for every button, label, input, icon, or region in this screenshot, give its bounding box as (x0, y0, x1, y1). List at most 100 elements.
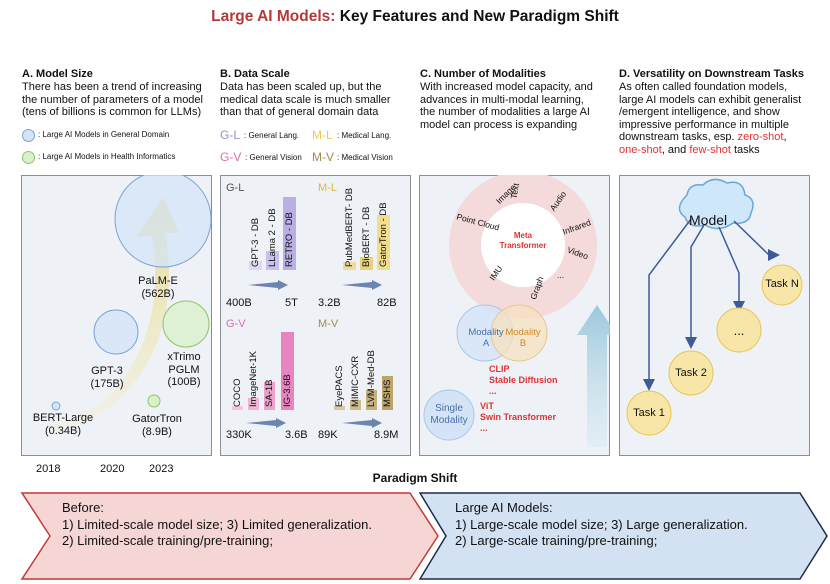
section-c-heading: C. Number of Modalities (420, 68, 546, 80)
after-chevron (418, 492, 828, 580)
task-dots-label: ... (733, 323, 745, 338)
legend-gv-label: : General Vision (245, 153, 302, 162)
before-title: Before: (62, 500, 104, 515)
gl-arrow (248, 280, 288, 290)
task2-label: Task 2 (675, 367, 707, 379)
legend-health-circle (22, 151, 35, 164)
task-dots-circle (716, 307, 762, 353)
before-text: Before: 1) Limited-scale model size; 3) … (62, 500, 372, 550)
mv-bar-label: MSHS (382, 379, 393, 407)
year-label: 2023 (149, 463, 174, 475)
year-label: 2018 (36, 463, 61, 475)
venn-line: B (519, 338, 527, 349)
gl-from: 400B (226, 297, 252, 309)
multimodal-models: CLIP Stable Diffusion ... (489, 364, 558, 397)
center-line: Meta (513, 231, 533, 240)
task1-circle (626, 390, 672, 436)
gv-bar-label: COCO (232, 378, 243, 408)
desc-fragment: , (783, 131, 787, 143)
paradigm-arrows (20, 492, 828, 580)
gl-bar-label: LLama 2 - DB (267, 208, 278, 267)
desc-fragment: , and (661, 143, 690, 156)
model-size-graphic (51, 175, 212, 431)
legend-gv-code: G-V (220, 150, 242, 164)
desc-line: Data has been scaled up, but the (220, 81, 382, 93)
palme-label: PaLM-E (562B) (128, 275, 188, 300)
bert-label: BERT-Large (0.34B) (28, 412, 98, 437)
desc-line: medical data scale is much smaller (220, 93, 391, 106)
model-item: ... (489, 386, 497, 396)
single-line: Modality (430, 415, 468, 426)
gpt3-circle (93, 309, 139, 355)
ml-bar-label: BioBERT - DB (361, 206, 372, 267)
section-a-description: There has been a trend of increasing the… (22, 81, 222, 119)
gl-to: 5T (285, 297, 298, 309)
arrow-task-dots (718, 226, 745, 313)
after-title: Large AI Models: (455, 500, 553, 515)
legend-gl-code: G-L (220, 128, 241, 142)
single-line: Single (435, 403, 463, 414)
gl-bar (283, 197, 296, 270)
section-b-description: Data has been scaled up, but the medical… (220, 81, 415, 119)
gl-bar-label: RETRO - DB (284, 212, 295, 267)
center-line: Transformer (499, 241, 547, 250)
ml-to: 82B (377, 297, 397, 309)
model-name: GPT-3 (91, 365, 123, 377)
section-b-heading: B. Data Scale (220, 68, 290, 80)
model-item: ViT (480, 401, 494, 411)
model-name: GatorTron (132, 413, 182, 425)
model-size: (175B) (90, 377, 124, 390)
desc-line: model can process is expanding (420, 118, 578, 131)
desc-line: There has been a trend of increasing (22, 81, 202, 93)
after-line: 2) Large-scale training/pre-training; (455, 533, 658, 548)
taskn-label: Task N (765, 278, 799, 290)
gv-bar (281, 332, 294, 410)
desc-line: one-shot, and few-shot tasks (619, 144, 824, 157)
ml-bar-label: GatorTron - DB (378, 202, 389, 267)
gv-bar (248, 398, 259, 410)
mv-from: 89K (318, 429, 338, 441)
mv-code: M-V (318, 318, 339, 330)
mv-bar-label: LVM-Med-DB (366, 350, 377, 407)
gl-bar (249, 261, 262, 270)
gatortron-label: GatorTron (8.9B) (122, 413, 192, 438)
mv-bar-label: MIMIC-CXR (350, 355, 361, 407)
gl-code: G-L (226, 182, 245, 194)
desc-line: large AI models can exhibit generalist (619, 93, 802, 106)
xtrimo-label: xTrimo PGLM (100B) (158, 351, 210, 389)
venn-line: Modality (468, 327, 504, 338)
model-name-line2: PGLM (168, 363, 200, 376)
section-d-description: As often called foundation models, large… (619, 81, 824, 156)
task2-circle (668, 350, 714, 396)
gv-from: 330K (226, 429, 252, 441)
ml-bar-label: PubMedBERT- DB (344, 187, 355, 267)
zero-shot-text: zero-shot (737, 131, 784, 143)
gatortron-circle (147, 394, 161, 408)
model-name: xTrimo (167, 351, 201, 363)
gv-bar (264, 382, 275, 410)
desc-line: (tens of billions is common for LLMs) (22, 106, 202, 118)
legend-general-circle (22, 129, 35, 142)
mv-bar-label: EyePACS (334, 365, 345, 407)
desc-fragment: tasks (730, 143, 760, 156)
ml-code: M-L (318, 182, 337, 194)
gv-arrow (246, 418, 286, 428)
few-shot-text: few-shot (689, 143, 731, 156)
taskn-circle (761, 264, 803, 306)
venn-line: Modality (505, 327, 541, 338)
legend-mv-code: M-V (312, 150, 334, 164)
gv-bar-label: ImageNet-1K (248, 351, 259, 407)
venn-line: A (482, 338, 490, 349)
before-line: 2) Limited-scale training/pre-training; (62, 533, 273, 548)
desc-line: downstream tasks, esp. zero-shot, (619, 131, 824, 144)
downstream-graphic (626, 178, 803, 436)
section-d-heading: D. Versatility on Downstream Tasks (619, 68, 805, 80)
mv-bar (334, 406, 345, 410)
after-line: 1) Large-scale model size; 3) Large gene… (455, 516, 748, 532)
model-size: (562B) (141, 287, 175, 300)
single-modality-circle (423, 389, 475, 441)
model-label: Model (689, 212, 728, 228)
year-label: 2020 (100, 463, 125, 475)
model-item: Stable Diffusion (489, 375, 558, 385)
model-size: (8.9B) (142, 425, 172, 438)
